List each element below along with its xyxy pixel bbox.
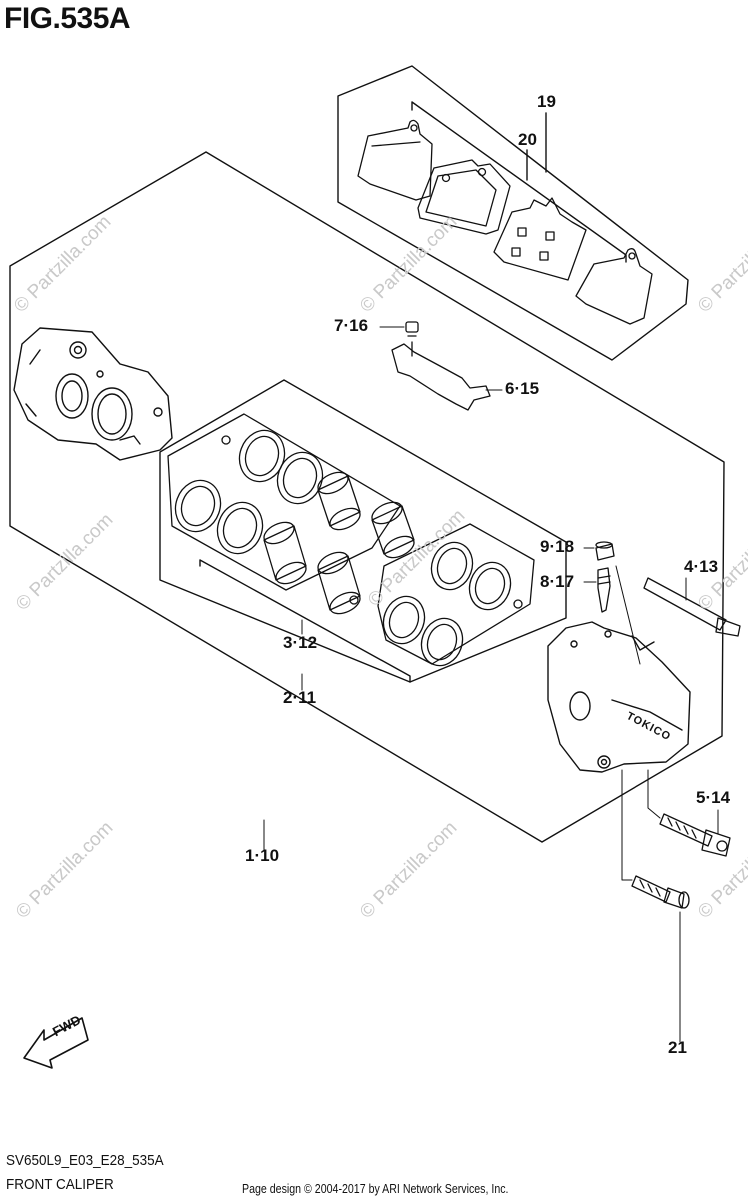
callout-9-18: 9·18 [540, 537, 575, 556]
mounting-bolt [631, 875, 690, 909]
callout-8-17: 8·17 [540, 572, 575, 591]
callout-1-10: 1·10 [245, 846, 280, 865]
seal-ring [238, 429, 286, 483]
caliper-half-left [13, 327, 173, 461]
seal-ring [468, 561, 512, 611]
slide-bolt [659, 813, 731, 857]
brake-pad-right [575, 248, 653, 325]
seal-plate-left [167, 413, 401, 591]
seal-ring [430, 541, 474, 591]
leader-line [647, 769, 661, 819]
figure-subtitle: FRONT CALIPER [6, 1176, 114, 1193]
piston [317, 471, 361, 531]
piston-seal-box [159, 379, 567, 683]
callout-3-12: 3·12 [283, 633, 318, 652]
leader-line [621, 769, 633, 881]
caliper-half-right [547, 621, 691, 773]
bleeder-valve [597, 567, 611, 613]
caliper-assembly-box [9, 151, 725, 843]
callout-2-11: 2·11 [283, 688, 317, 707]
pad-shim-right [493, 197, 587, 281]
pad-shim-left [417, 159, 511, 235]
callout-19: 19 [537, 92, 556, 111]
callout-21: 21 [668, 1038, 687, 1057]
figure-code: SV650L9_E03_E28_535A [6, 1152, 164, 1169]
leader-line [615, 565, 641, 665]
seal-ring [382, 595, 426, 645]
seal-inner-bracket [199, 559, 411, 683]
fwd-arrow-icon [23, 1017, 89, 1069]
callout-20: 20 [518, 130, 537, 149]
callout-4-13: 4·13 [684, 557, 719, 576]
pad-pin [643, 577, 741, 637]
seal-ring [216, 501, 264, 555]
bleeder-cap [595, 541, 615, 561]
pad-pin-screw [405, 321, 419, 337]
seal-ring [420, 617, 464, 667]
seal-ring [174, 479, 222, 533]
pad-set-box [337, 65, 689, 361]
figure-title: FIG.535A [4, 2, 131, 35]
pad-inner-bracket [411, 101, 627, 263]
callout-5-14: 5·14 [696, 788, 731, 807]
callout-7-16: 7·16 [334, 316, 369, 335]
brake-pad-left [357, 119, 433, 201]
copyright-credit: Page design © 2004-2017 by ARI Network S… [242, 1182, 509, 1196]
seal-ring [276, 451, 324, 505]
seal-plate-right [377, 523, 535, 665]
piston [263, 521, 307, 585]
pad-spring [391, 341, 491, 411]
callout-6-15: 6·15 [505, 379, 540, 398]
piston [317, 551, 361, 615]
piston [371, 501, 415, 559]
